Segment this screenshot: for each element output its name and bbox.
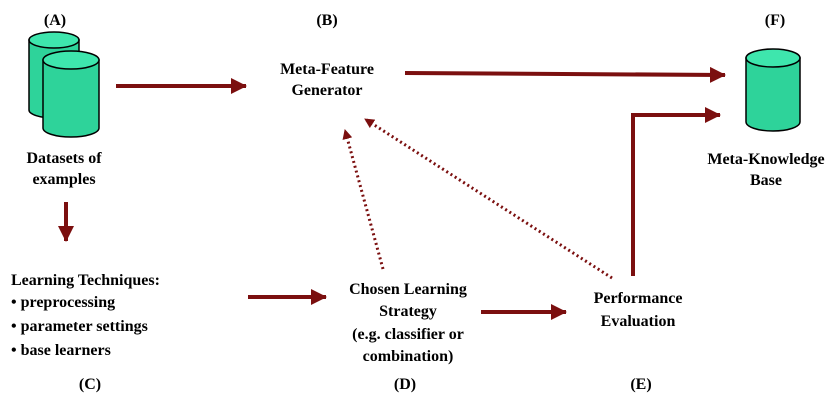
label-e: (E) <box>630 376 651 393</box>
performance-evaluation-line1: Performance <box>594 290 683 307</box>
learning-techniques-item: • preprocessing <box>11 294 115 311</box>
datasets-label-line1: Datasets of <box>26 150 102 167</box>
datasets-label-line2: examples <box>32 171 95 188</box>
label-b: (B) <box>316 12 337 29</box>
cylinder-front <box>42 50 100 138</box>
meta-feature-generator-line1: Meta-Feature <box>280 61 374 78</box>
label-d: (D) <box>394 376 416 393</box>
learning-techniques-item: • base learners <box>11 342 111 359</box>
learning-techniques-item: • parameter settings <box>11 318 148 335</box>
label-c: (C) <box>79 376 101 393</box>
database-icon <box>745 48 801 132</box>
performance-evaluation-line2: Evaluation <box>601 313 676 330</box>
database-stack-icon <box>28 31 100 138</box>
chosen-strategy-line1: Chosen Learning <box>349 281 467 298</box>
label-a: (A) <box>44 12 66 29</box>
chosen-strategy-line3: (e.g. classifier or <box>352 326 464 343</box>
arrow-evaluation-to-generator-dotted <box>364 117 613 280</box>
arrow-generator-to-knowledge-base <box>404 66 726 83</box>
meta-knowledge-base-line2: Base <box>750 172 782 189</box>
meta-feature-generator-line2: Generator <box>291 82 362 99</box>
chosen-strategy-line2: Strategy <box>379 303 437 320</box>
label-f: (F) <box>765 12 785 29</box>
learning-techniques-title: Learning Techniques: <box>11 272 160 289</box>
chosen-strategy-line4: combination) <box>363 348 454 365</box>
arrow-strategy-to-generator-dotted <box>342 129 385 270</box>
arrow-evaluation-to-knowledge-base <box>631 107 721 276</box>
meta-knowledge-base-line1: Meta-Knowledge <box>707 151 824 168</box>
